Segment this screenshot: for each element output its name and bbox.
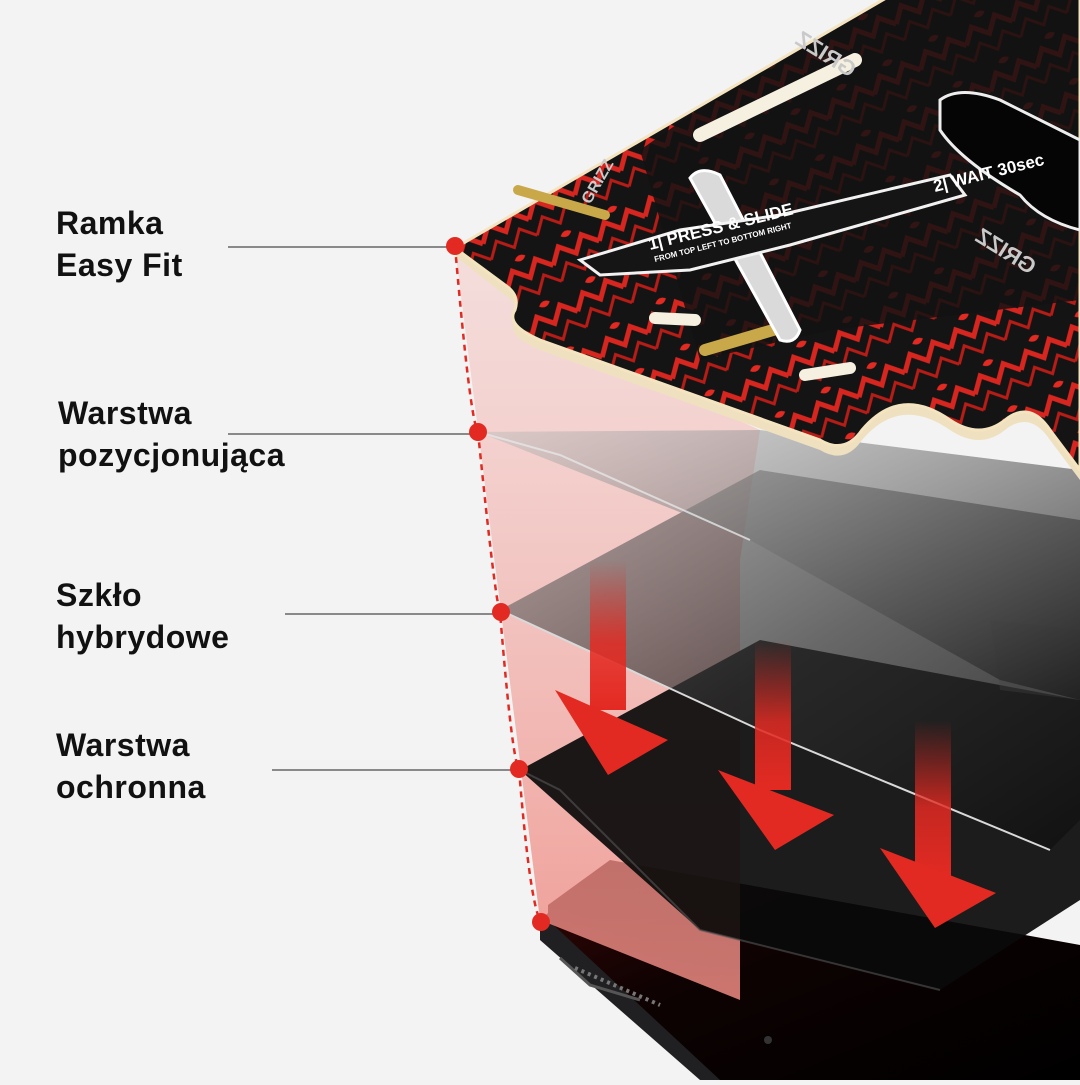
- label-positioning-layer: Warstwa pozycjonująca: [58, 392, 285, 476]
- press-arrows: [555, 560, 996, 928]
- label-line-1: Warstwa: [58, 395, 192, 431]
- marker-protective: [510, 760, 528, 778]
- label-line-2: ochronna: [56, 769, 206, 805]
- marker-positioning: [469, 423, 487, 441]
- label-line-2: pozycjonująca: [58, 437, 285, 473]
- label-line-2: Easy Fit: [56, 247, 183, 283]
- label-line-2: hybrydowe: [56, 619, 230, 655]
- label-line-1: Szkło: [56, 577, 143, 613]
- marker-glass: [492, 603, 510, 621]
- label-line-1: Ramka: [56, 205, 164, 241]
- label-line-1: Warstwa: [56, 727, 190, 763]
- stack-guide-line: [453, 245, 543, 923]
- marker-frame: [446, 237, 464, 255]
- positioning-layer-shape: [477, 430, 1080, 700]
- marker-device: [532, 913, 550, 931]
- label-protective-layer: Warstwa ochronna: [56, 724, 206, 808]
- label-hybrid-glass: Szkło hybrydowe: [56, 574, 229, 658]
- label-easy-fit-frame: Ramka Easy Fit: [56, 202, 183, 286]
- easy-fit-frame-shape: [452, 0, 1080, 480]
